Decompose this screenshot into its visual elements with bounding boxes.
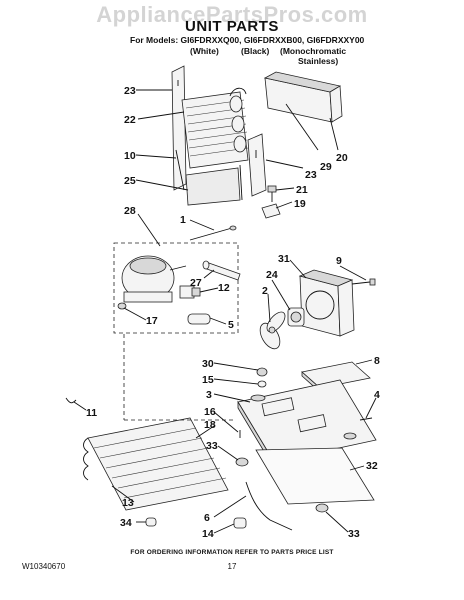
- callout-6: 6: [204, 512, 210, 524]
- compressor: [121, 255, 187, 303]
- callout-20: 20: [336, 152, 348, 164]
- capacitor: [187, 313, 211, 325]
- callout-21: 21: [296, 184, 308, 196]
- leg-33-bottom: [315, 503, 329, 513]
- machine-cover-plate: [255, 447, 375, 505]
- left-mounting-bracket: [171, 65, 187, 191]
- bushing-15: [257, 380, 267, 388]
- variant-white: (White): [190, 46, 219, 56]
- wire-harness-11: [65, 397, 77, 404]
- grommet-17: [117, 302, 127, 310]
- callout-16: 16: [204, 406, 216, 418]
- callout-8: 8: [374, 355, 380, 367]
- callout-29: 29: [320, 161, 332, 173]
- callout-25: 25: [124, 175, 136, 187]
- drain-tube: [175, 149, 243, 201]
- grommet-30: [256, 367, 268, 377]
- variant-stainless: Stainless): [298, 56, 339, 66]
- variant-monochromatic: (Monochromatic: [280, 46, 347, 56]
- callout-4: 4: [374, 389, 380, 401]
- condenser-coil: [83, 417, 229, 511]
- ordering-note: FOR ORDERING INFORMATION REFER TO PARTS …: [130, 549, 334, 556]
- callout-33-bottom: 33: [348, 528, 360, 540]
- callout-31: 31: [278, 253, 290, 265]
- right-mounting-bracket: [247, 133, 267, 197]
- document-number: W10340670: [22, 562, 66, 571]
- watermark-text: AppliancePartsPros.com: [96, 2, 368, 27]
- leader-lines: [73, 89, 377, 534]
- callout-19: 19: [294, 198, 306, 210]
- callout-23-left: 23: [124, 85, 136, 97]
- callout-12: 12: [218, 282, 230, 294]
- callout-2: 2: [262, 285, 268, 297]
- callout-3: 3: [206, 389, 212, 401]
- filter-drier: [202, 260, 241, 281]
- callout-14: 14: [202, 528, 214, 540]
- callout-13: 13: [122, 497, 134, 509]
- screw-4: [359, 417, 373, 421]
- evaporator-coil: [181, 87, 249, 169]
- start-relay: [179, 285, 201, 299]
- capillary-tube: [189, 225, 237, 241]
- compressor-group-outline: [113, 242, 239, 334]
- models-line: For Models: GI6FDRXXQ00, GI6FDRXXB00, GI…: [130, 35, 365, 45]
- callout-34: 34: [120, 517, 132, 529]
- callout-23-right: 23: [305, 169, 317, 181]
- leg-33-top: [235, 457, 249, 467]
- callout-5: 5: [228, 319, 234, 331]
- clip-19: [261, 203, 281, 219]
- callout-33-top: 33: [206, 440, 218, 452]
- callout-22: 22: [124, 114, 136, 126]
- fan-motor: [287, 307, 305, 327]
- callout-15: 15: [202, 374, 214, 386]
- callout-30: 30: [202, 358, 214, 370]
- callout-10: 10: [124, 150, 136, 162]
- page-number: 17: [227, 562, 237, 571]
- callout-18: 18: [204, 419, 216, 431]
- callout-24: 24: [266, 269, 278, 281]
- page-title: UNIT PARTS: [185, 18, 279, 35]
- drain-hose: [245, 481, 293, 531]
- callout-17: 17: [146, 315, 158, 327]
- callout-9: 9: [336, 255, 342, 267]
- callout-1: 1: [180, 214, 186, 226]
- plug-34: [145, 517, 157, 527]
- screw-21: [267, 185, 277, 202]
- evaporator-cover: [263, 71, 343, 123]
- callout-11: 11: [86, 407, 97, 419]
- evaporator-rear-panel: [185, 167, 241, 206]
- fan-blade: [259, 311, 286, 350]
- condenser-fan-shroud: [298, 269, 355, 337]
- callout-27: 27: [190, 277, 202, 289]
- callout-28: 28: [124, 205, 136, 217]
- screw-9: [351, 278, 376, 286]
- bushing-14: [233, 517, 247, 529]
- callout-32: 32: [366, 460, 378, 472]
- variant-black: (Black): [241, 46, 270, 56]
